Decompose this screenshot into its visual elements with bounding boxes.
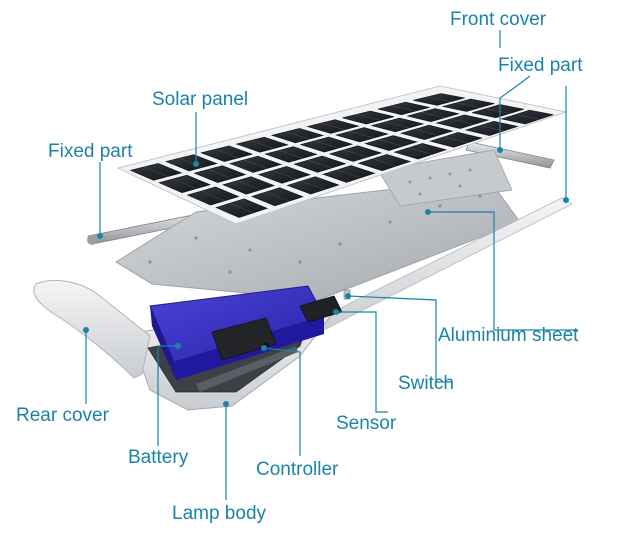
fixed-part-rod-right xyxy=(465,141,555,169)
solar-panel xyxy=(116,85,568,225)
solar-cell-busbar xyxy=(314,140,339,149)
solar-cell-busbar xyxy=(337,169,361,179)
leader-controller xyxy=(263,347,301,456)
label-battery: Battery xyxy=(128,447,189,468)
leader-sensor xyxy=(336,311,388,413)
solar-cell-busbar xyxy=(236,180,261,191)
solar-cell-busbar xyxy=(379,139,403,147)
solar-cells xyxy=(129,93,554,218)
solar-cell-busbar xyxy=(172,178,197,189)
leader-lines xyxy=(85,30,578,500)
label-solar-panel: Solar panel xyxy=(152,89,249,110)
rear-cover xyxy=(33,279,151,379)
solar-cell-busbar xyxy=(321,122,345,131)
solar-cell-busbar xyxy=(515,114,540,120)
solar-cell-busbar xyxy=(285,131,310,140)
solar-cell-busbar xyxy=(450,118,475,125)
label-controller: Controller xyxy=(256,459,339,480)
solar-cell-busbar xyxy=(243,159,268,169)
label-front-cover: Front cover xyxy=(450,9,547,30)
solar-cell-busbar xyxy=(385,121,410,129)
aluminium-sheet xyxy=(115,149,521,301)
leader-switch xyxy=(347,295,452,383)
fixed-part-rod-left xyxy=(87,211,213,245)
solar-cell-busbar xyxy=(301,180,325,190)
label-aluminium-sheet: Aluminium sheet xyxy=(438,325,579,346)
solar-cell-busbar xyxy=(179,157,204,168)
label-sensor: Sensor xyxy=(336,413,397,434)
solar-cell-busbar xyxy=(144,166,168,177)
solar-cell-busbar xyxy=(372,158,397,167)
solar-cell-busbar xyxy=(356,114,381,121)
label-switch: Switch xyxy=(398,373,454,394)
solar-cell-busbar xyxy=(201,190,225,202)
label-rear-cover: Rear cover xyxy=(16,405,109,426)
solar-cell-busbar xyxy=(391,105,416,112)
solar-cell-busbar xyxy=(308,159,332,169)
solar-cell-busbar xyxy=(250,140,274,149)
solar-cell-busbar xyxy=(265,191,290,202)
solar-cell-busbar xyxy=(427,96,452,102)
solar-cell-busbar xyxy=(229,202,254,214)
solar-cell-busbar xyxy=(414,129,439,136)
label-fixed-part-right: Fixed part xyxy=(498,55,583,76)
solar-cell-busbar xyxy=(408,147,433,155)
solar-cell-busbar xyxy=(444,136,468,143)
solar-cell-busbar xyxy=(485,108,510,114)
solar-cell-busbar xyxy=(343,149,368,158)
solar-cell-busbar xyxy=(208,169,232,179)
solar-cell-busbar xyxy=(421,112,445,118)
solar-cell-busbar xyxy=(350,131,374,139)
leader-aluminium-sheet xyxy=(428,211,578,331)
label-lamp-body: Lamp body xyxy=(172,503,267,524)
solar-cell-busbar xyxy=(272,170,296,180)
solar-cell-busbar xyxy=(215,149,239,159)
leader-fixed-part-right xyxy=(499,75,531,150)
leader-battery xyxy=(157,345,178,446)
solar-cell-busbar xyxy=(456,102,481,108)
label-fixed-part-left: Fixed part xyxy=(48,141,133,162)
leader-dots xyxy=(83,147,569,407)
solar-cell-busbar xyxy=(279,150,303,159)
